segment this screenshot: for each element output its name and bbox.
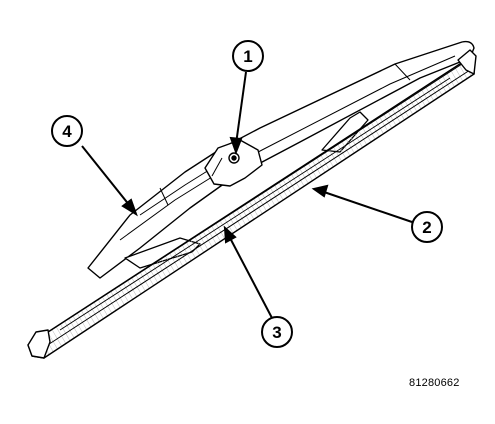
callout-2: 2 xyxy=(411,211,443,243)
leader-lines xyxy=(81,71,413,319)
callout-1: 1 xyxy=(232,40,264,72)
callout-1-label: 1 xyxy=(243,47,252,66)
callout-4: 4 xyxy=(51,115,83,147)
pivot-mount xyxy=(204,139,263,187)
callout-3-label: 3 xyxy=(272,323,281,342)
callout-2-label: 2 xyxy=(422,218,431,237)
callout-3: 3 xyxy=(261,316,293,348)
rubber-blade xyxy=(27,49,477,359)
figure-id: 81280662 xyxy=(409,377,460,389)
wiper-frame xyxy=(87,40,475,279)
callout-4-label: 4 xyxy=(62,122,72,141)
